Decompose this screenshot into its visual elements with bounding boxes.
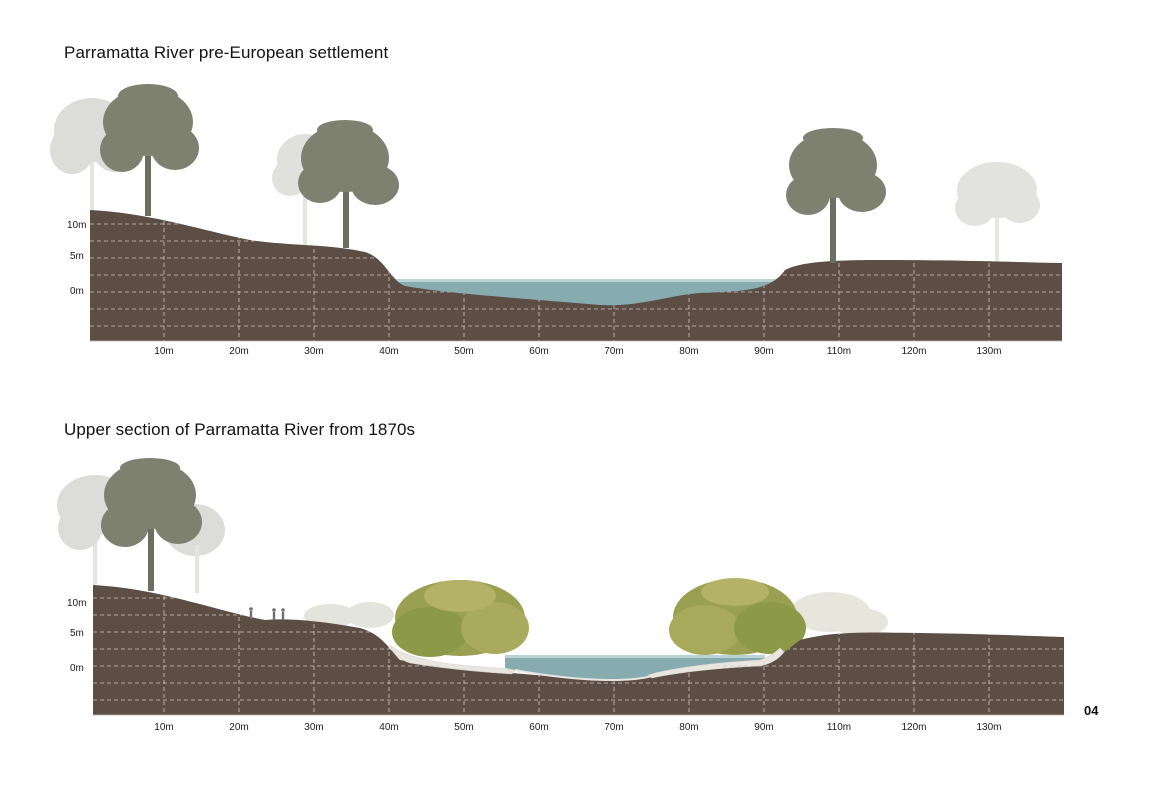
x-tick: 50m <box>454 722 473 733</box>
rock-revetment-left <box>389 643 516 675</box>
x-tick: 20m <box>229 346 248 357</box>
river-water <box>505 655 765 680</box>
x-axis-ticks: 10m 20m 30m 40m 50m 60m 70m 80m 90m 110m… <box>154 722 1001 733</box>
y-tick-10m: 10m <box>67 220 86 231</box>
x-tick: 30m <box>304 722 323 733</box>
cross-section-pre-european: 10m 5m 0m 10m 20m 30m 40m 50m 60m 70m 80… <box>50 84 1062 357</box>
section-title-1870s: Upper section of Parramatta River from 1… <box>64 420 416 439</box>
x-tick: 130m <box>976 346 1001 357</box>
tree-mid <box>298 120 399 248</box>
x-tick: 90m <box>754 722 773 733</box>
people-silhouettes <box>249 607 285 620</box>
y-tick-0m: 0m <box>70 663 84 674</box>
x-tick: 60m <box>529 722 548 733</box>
x-tick: 70m <box>604 346 623 357</box>
x-tick: 120m <box>901 722 926 733</box>
x-tick: 60m <box>529 346 548 357</box>
x-axis-ticks: 10m 20m 30m 40m 50m 60m 70m 80m 90m 110m… <box>154 346 1001 357</box>
x-tick: 20m <box>229 722 248 733</box>
x-tick: 80m <box>679 722 698 733</box>
section-title-pre-european: Parramatta River pre-European settlement <box>64 43 389 62</box>
tree-left <box>100 84 199 216</box>
y-tick-10m: 10m <box>67 598 86 609</box>
x-tick: 70m <box>604 722 623 733</box>
soil-profile <box>93 585 1064 715</box>
x-tick: 90m <box>754 346 773 357</box>
x-tick: 30m <box>304 346 323 357</box>
page-number: 04 <box>1084 703 1099 718</box>
channel-liner <box>514 669 653 682</box>
x-tick: 120m <box>901 346 926 357</box>
river-water <box>392 279 777 307</box>
faded-tree-right <box>955 162 1040 264</box>
x-tick: 50m <box>454 346 473 357</box>
rock-revetment-right <box>647 647 785 679</box>
x-tick: 10m <box>154 722 173 733</box>
y-tick-0m: 0m <box>70 286 84 297</box>
x-tick: 40m <box>379 722 398 733</box>
x-tick: 10m <box>154 346 173 357</box>
soil-profile <box>90 210 1062 341</box>
tree-left <box>101 458 202 591</box>
x-tick: 130m <box>976 722 1001 733</box>
shrub-left <box>392 580 529 657</box>
x-tick: 80m <box>679 346 698 357</box>
shrub-right <box>669 578 806 655</box>
x-tick: 110m <box>827 346 851 357</box>
water-surface <box>505 655 765 658</box>
faded-shrubs-right <box>790 592 888 636</box>
y-tick-5m: 5m <box>70 251 84 262</box>
y-tick-5m: 5m <box>70 628 84 639</box>
x-tick: 40m <box>379 346 398 357</box>
water-surface <box>392 279 777 282</box>
cross-section-1870s: 10m 5m 0m 10m 20m 30m 40m 50m 60m 70m 80… <box>57 458 1064 733</box>
x-tick: 110m <box>827 722 851 733</box>
tree-right <box>786 128 886 263</box>
